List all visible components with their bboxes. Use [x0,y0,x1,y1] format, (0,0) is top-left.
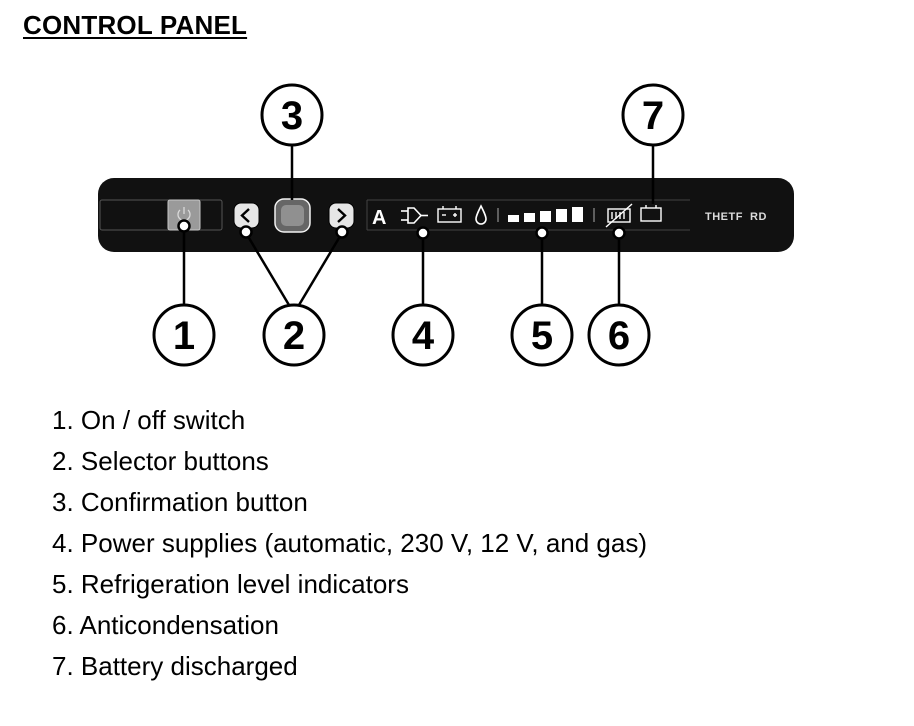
level-bars-icon [508,207,583,222]
level-bar-4 [556,209,567,222]
callout-5: 5 [531,314,553,358]
brand-logo: THETF RD [705,211,767,223]
legend-item: 7. Battery discharged [52,651,298,681]
level-bar-5 [572,207,583,222]
gas-flame-icon [475,204,487,225]
legend-item: 1. On / off switch [52,405,246,435]
battery-discharged-icon [640,205,662,222]
selector-left-button[interactable] [233,202,260,229]
confirmation-button[interactable] [274,198,311,233]
leader-dots [177,219,626,240]
legend-item: 3. Confirmation button [52,487,308,517]
leader-lines [182,145,655,306]
battery-12v-icon [437,206,462,223]
callout-1: 1 [173,314,195,358]
level-bar-2 [524,213,535,222]
chevron-right-icon [337,208,347,223]
plug-icon [401,207,428,224]
selector-right-button[interactable] [328,202,355,229]
page-title: CONTROL PANEL [23,10,248,40]
legend-item: 4. Power supplies (automatic, 230 V, 12 … [52,528,648,558]
callout-circles [152,83,685,367]
auto-indicator: A [372,207,386,229]
callout-7: 7 [642,94,664,138]
chevron-left-icon [240,208,250,223]
legend-item: 6. Anticondensation [52,610,279,640]
switch-housing [99,199,223,231]
callout-4: 4 [412,314,435,358]
anticondensation-icon [605,203,633,228]
legend-list: 1. On / off switch 2. Selector buttons 3… [52,400,647,687]
callout-2: 2 [283,314,305,358]
callout-3: 3 [281,94,303,138]
level-bar-3 [540,211,551,222]
callout-6: 6 [608,314,630,358]
level-bar-1 [508,215,519,222]
legend-item: 5. Refrigeration level indicators [52,569,409,599]
legend-item: 2. Selector buttons [52,446,269,476]
